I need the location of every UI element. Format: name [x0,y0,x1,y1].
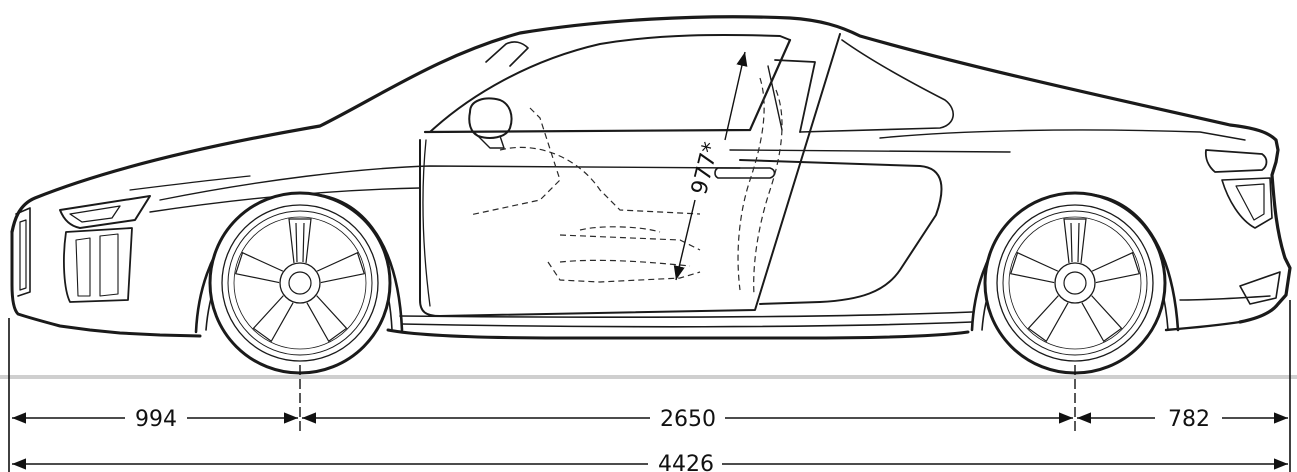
dimension-lines [12,51,1288,470]
front-wheel-spokes [234,251,366,343]
wheelbase-label: 2650 [660,407,716,432]
rear-overhang-label: 782 [1168,407,1210,432]
rear-wheel-spokes [1009,251,1141,343]
extension-lines [8,300,1291,472]
overall-length-label: 4426 [658,452,714,472]
rear-wheel [983,191,1167,375]
axle-center-lines [299,365,1076,432]
interior-seat-outline [469,77,783,296]
front-overhang-label: 994 [135,407,177,432]
wheel-spokes [187,170,414,397]
